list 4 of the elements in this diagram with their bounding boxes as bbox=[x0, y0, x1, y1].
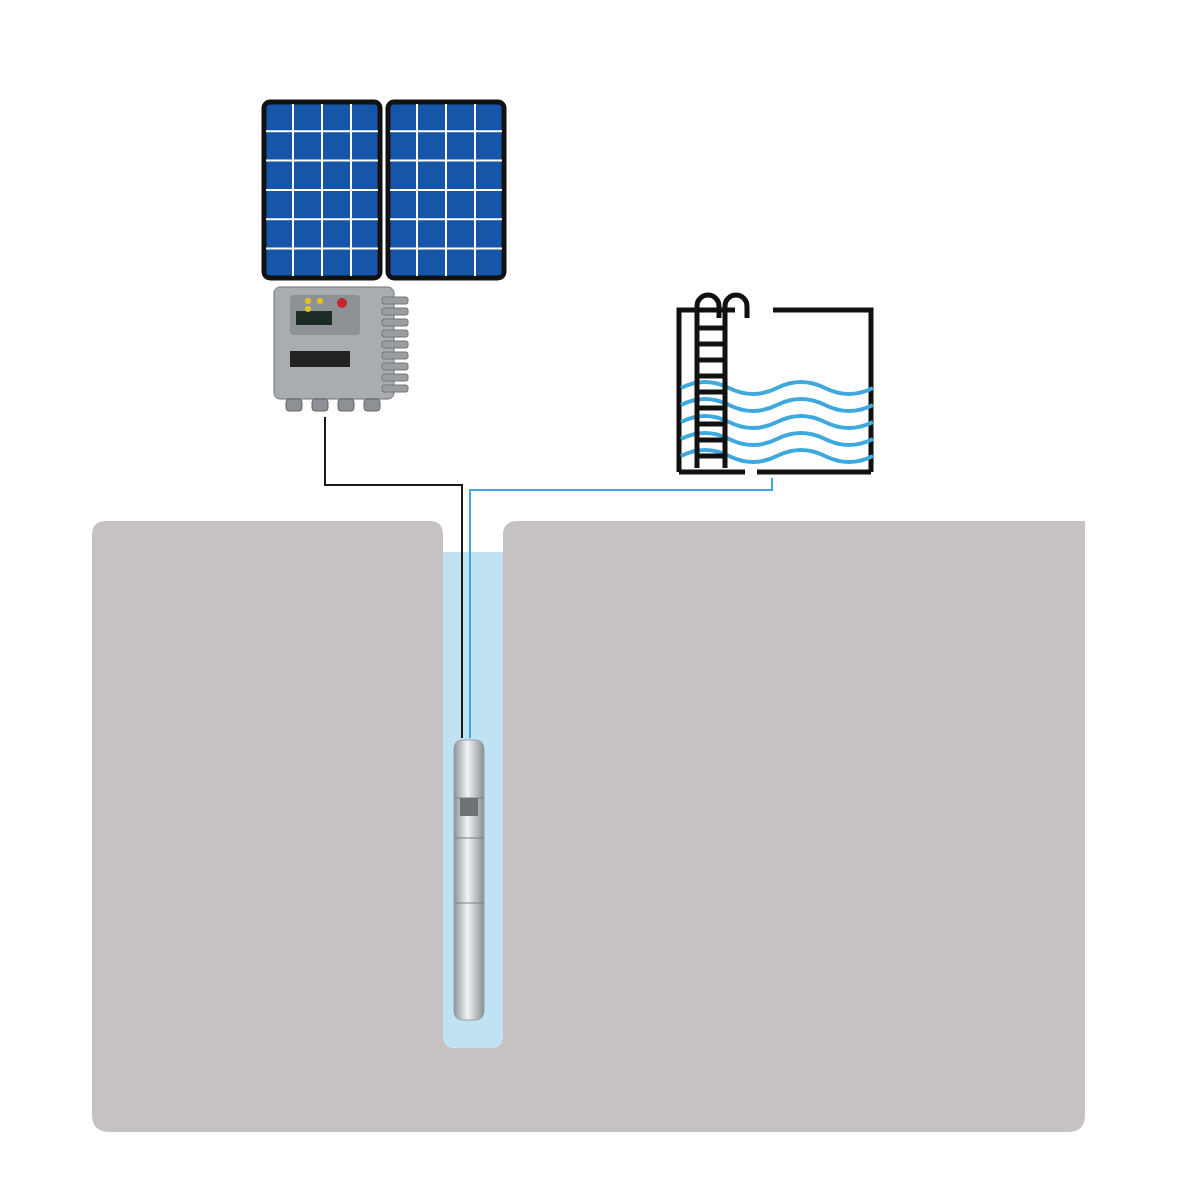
power-cable bbox=[324, 416, 463, 739]
water-pipe bbox=[469, 477, 773, 739]
solar-panel-drawing bbox=[262, 100, 506, 280]
submersible-pump-drawing bbox=[452, 738, 486, 1022]
